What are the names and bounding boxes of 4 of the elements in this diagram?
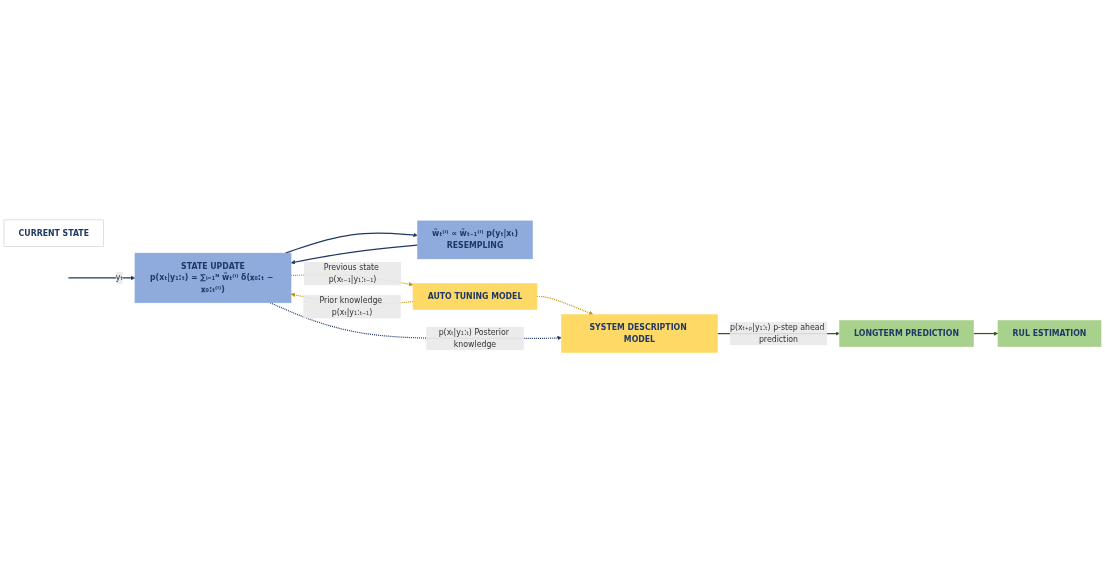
arrow	[290, 244, 419, 264]
arrow	[67, 275, 136, 280]
arrow	[972, 331, 999, 336]
arrow	[536, 295, 594, 315]
